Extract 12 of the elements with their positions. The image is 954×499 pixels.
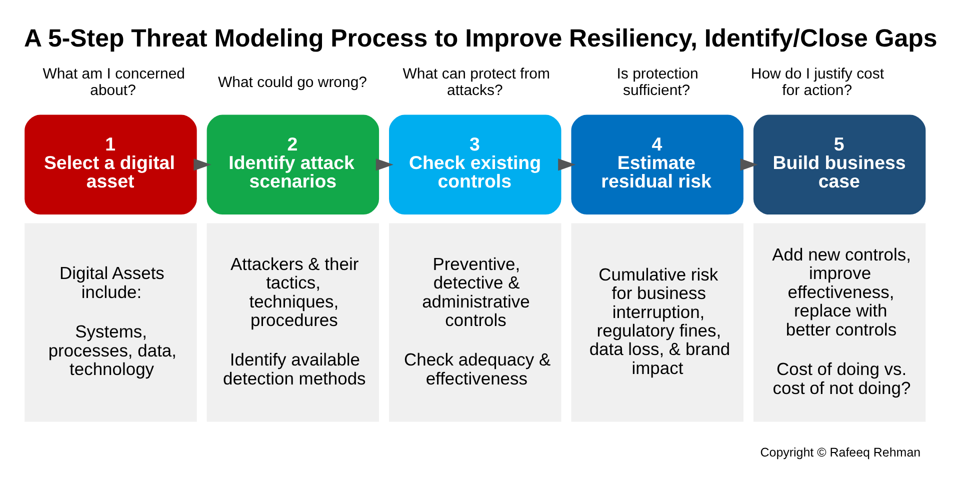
node-label: What can protect from attacks? — [402, 66, 550, 99]
arrow — [558, 158, 576, 171]
node-label: How do I justify cost for action? — [750, 66, 884, 99]
node-label: Is protection sufficient? — [616, 66, 698, 99]
node-box: 5 Build business case — [753, 114, 926, 215]
arrow — [376, 158, 394, 171]
label: Copyright © Rafeeq Rehman — [760, 446, 921, 460]
diagram-title: A 5-Step Threat Modeling Process to Improve Resiliency, Identify/Close Gaps — [24, 24, 938, 53]
arrow — [194, 158, 212, 171]
node-label: What am I concerned about? — [42, 66, 185, 99]
node-label: What could go wrong? — [218, 74, 367, 91]
arrow — [740, 158, 758, 171]
